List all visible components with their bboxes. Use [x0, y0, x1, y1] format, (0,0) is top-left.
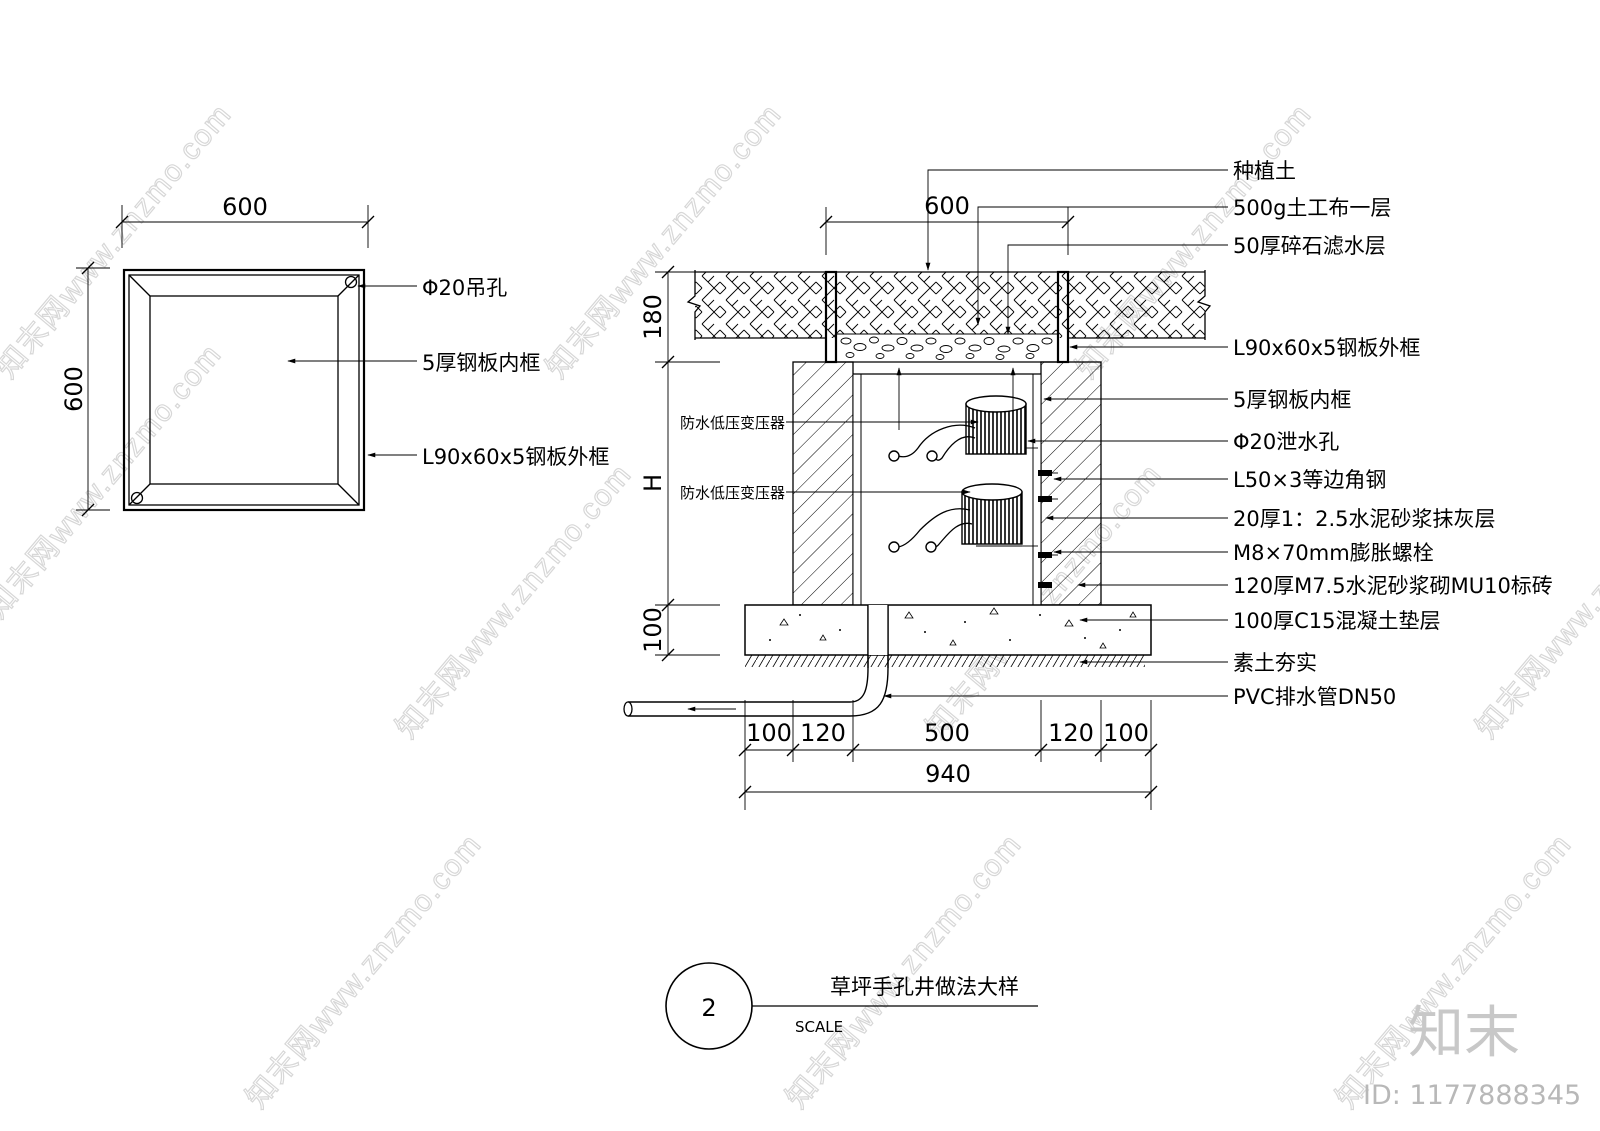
left-brick-wall — [792, 361, 854, 606]
callout-concrete-cushion: 100厚C15混凝土垫层 — [1233, 609, 1440, 633]
watermark-text: 知末网www.znzmo.com — [1330, 827, 1578, 1114]
detail-title: 草坪手孔井做法大样 — [830, 975, 1019, 999]
section-view: 600 — [623, 159, 1553, 810]
gravel-layer — [840, 336, 1053, 360]
callout-planting-soil: 种植土 — [1233, 159, 1296, 183]
detail-number: 2 — [701, 994, 716, 1022]
section-dim-100: 100 — [639, 607, 667, 653]
outer-frame — [122, 268, 366, 512]
transformer-lower — [888, 483, 1038, 553]
transformer-label-upper: 防水低压变压器 — [680, 414, 785, 432]
plan-height-dim: 600 — [60, 366, 88, 412]
watermark-text: 知末网www.znzmo.com — [0, 337, 228, 624]
inner-frame — [149, 295, 339, 485]
image-id: ID: 1177888345 — [1363, 1080, 1581, 1111]
callout-drain-hole: Φ20泄水孔 — [1233, 430, 1339, 454]
plan-label-lifting-hole: Φ20吊孔 — [422, 276, 507, 300]
section-dim-500: 500 — [924, 719, 970, 747]
transformer-label-lower: 防水低压变压器 — [680, 484, 785, 502]
callout-angle-steel: L50×3等边角钢 — [1233, 468, 1386, 492]
section-dim-100-left: 100 — [746, 719, 792, 747]
section-dim-h: H — [639, 474, 667, 492]
concrete-base — [744, 604, 1152, 656]
watermark-text: 知末网www.znzmo.com — [780, 827, 1028, 1114]
callout-plaster-layer: 20厚1：2.5水泥砂浆抹灰层 — [1233, 507, 1495, 531]
callout-inner-frame: 5厚钢板内框 — [1233, 388, 1351, 412]
section-dim-total: 940 — [925, 760, 971, 788]
callout-geotextile: 500g土工布一层 — [1233, 196, 1391, 220]
angle-steel-bolts — [1038, 470, 1058, 588]
section-dim-120-right: 120 — [1048, 719, 1094, 747]
plan-width-dim: 600 — [222, 193, 268, 221]
callout-brick-wall: 120厚M7.5水泥砂浆砌MU10标砖 — [1233, 574, 1553, 598]
plan-label-inner-frame: 5厚钢板内框 — [422, 351, 540, 375]
callout-expansion-bolt: M8×70mm膨胀螺栓 — [1233, 541, 1434, 565]
watermark-text: 知末网www.znzmo.com — [1470, 457, 1600, 744]
plan-view: 600 600 Φ20吊孔 5厚钢板内框 L90x60x5钢板外框 — [60, 193, 609, 517]
right-brick-wall — [1040, 361, 1102, 606]
brand-watermark: 知末 ID: 1177888345 — [1363, 1001, 1581, 1111]
scale-label: SCALE — [795, 1018, 843, 1036]
plan-label-outer-frame: L90x60x5钢板外框 — [422, 445, 609, 469]
watermark-text: 知末网www.znzmo.com — [540, 97, 788, 384]
callout-gravel-filter: 50厚碎石滤水层 — [1233, 234, 1386, 258]
watermark-text: 知末网www.znzmo.com — [390, 457, 638, 744]
transformer-upper — [888, 395, 1038, 462]
section-dim-120-left: 120 — [800, 719, 846, 747]
callout-pvc-pipe: PVC排水管DN50 — [1233, 685, 1396, 709]
lifting-hole — [344, 275, 358, 289]
lifting-hole — [130, 491, 144, 505]
compacted-soil — [745, 655, 1145, 667]
callout-outer-frame: L90x60x5钢板外框 — [1233, 336, 1420, 360]
brand-logo: 知末 — [1408, 1001, 1520, 1066]
section-dim-100-right: 100 — [1103, 719, 1149, 747]
callout-compacted-soil: 素土夯实 — [1233, 651, 1317, 675]
section-dim-180: 180 — [639, 294, 667, 340]
watermark-text: 知末网www.znzmo.com — [240, 827, 488, 1114]
section-top-dim: 600 — [924, 192, 970, 220]
title-block: 2 草坪手孔井做法大样 SCALE — [665, 962, 1038, 1050]
pvc-drain-pipe — [623, 605, 889, 717]
